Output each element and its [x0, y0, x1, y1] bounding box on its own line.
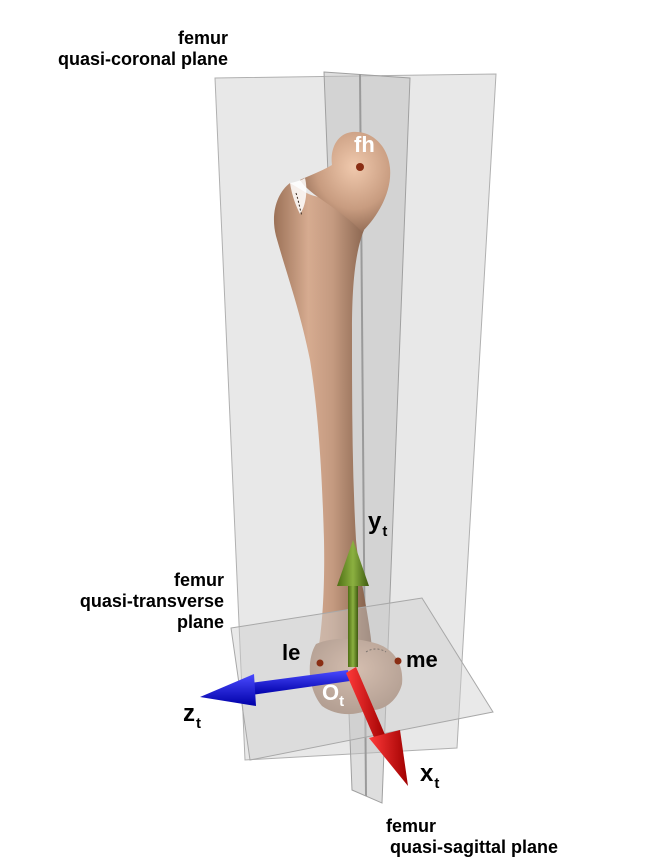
x-axis-label: xt — [420, 760, 439, 792]
y-axis-arrow — [337, 540, 369, 667]
origin-letter: O — [322, 680, 340, 705]
landmark-me — [394, 657, 402, 665]
transverse-label-line1: femur — [173, 570, 224, 590]
le-label: le — [282, 640, 301, 665]
sagittal-label-line2: quasi-sagittal plane — [390, 837, 559, 857]
y-axis-label: yt — [368, 508, 387, 540]
coronal-label-line2: quasi-coronal plane — [57, 49, 228, 69]
z-axis-label: zt — [183, 700, 201, 732]
x-axis-letter: x — [420, 760, 434, 787]
y-axis-letter: y — [368, 508, 382, 535]
z-axis-arrow — [200, 670, 350, 706]
coronal-plane-label: femur quasi-coronal plane — [0, 28, 228, 70]
z-axis-letter: z — [183, 700, 195, 727]
coronal-label-line1: femur — [177, 28, 228, 48]
sagittal-label-line1: femur — [386, 816, 437, 836]
x-axis-subscript: t — [434, 775, 440, 792]
landmark-fh — [356, 163, 364, 171]
fh-label: fh — [354, 132, 375, 157]
x-axis-arrow — [346, 667, 408, 786]
transverse-label-line3: plane — [176, 612, 224, 632]
landmark-le — [316, 659, 324, 667]
transverse-plane-label: femur quasi-transverse plane — [0, 570, 224, 633]
origin-label: Ot — [322, 680, 344, 710]
origin-subscript: t — [339, 693, 345, 710]
z-axis-subscript: t — [196, 715, 201, 732]
y-axis-subscript: t — [382, 523, 388, 540]
sagittal-plane-label: femur quasi-sagittal plane — [384, 816, 558, 858]
femur-bone — [273, 131, 403, 715]
transverse-plane — [230, 597, 494, 761]
transverse-label-line2: quasi-transverse — [79, 591, 224, 611]
me-label: me — [406, 647, 438, 672]
